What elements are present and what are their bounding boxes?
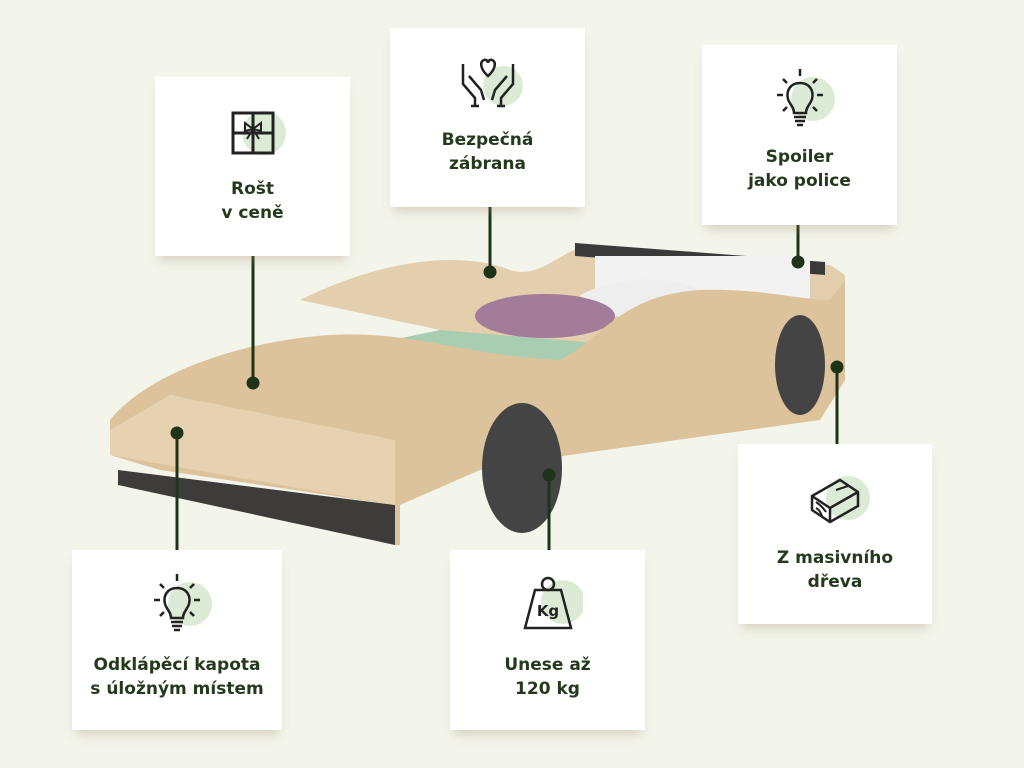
callout-line: Rošt [230, 179, 274, 199]
callout-line: Unese až [504, 655, 591, 675]
callout-spoiler: Spoiler jako police [702, 45, 897, 225]
callout-nosnost: Kg Unese až 120 kg [450, 550, 645, 730]
callout-zabrana: Bezpečná zábrana [390, 28, 585, 207]
callout-line: Spoiler [765, 147, 834, 167]
gift-icon [231, 111, 286, 155]
lightbulb-icon [154, 574, 212, 632]
callout-line: Odklápěcí kapota [93, 655, 261, 675]
weight-kg-icon: Kg [522, 576, 583, 630]
callout-line: s úložným místem [90, 679, 264, 699]
hands-heart-icon [461, 58, 523, 108]
rear-wheel [775, 315, 825, 415]
wood-log-icon [810, 476, 870, 524]
front-wheel [482, 403, 562, 533]
callout-kapota: Odklápěcí kapota s úložným místem [72, 550, 282, 730]
callout-line: 120 kg [515, 679, 580, 699]
callout-line: zábrana [449, 154, 526, 174]
callout-drevo: Z masivního dřeva [738, 444, 932, 624]
kg-label: Kg [536, 602, 558, 620]
callout-line: jako police [748, 171, 851, 191]
callout-line: Z masivního [776, 548, 894, 568]
lightbulb-icon [776, 69, 835, 127]
callout-rost: Rošt v ceně [155, 77, 350, 256]
callout-line: Bezpečná [441, 130, 534, 150]
car-bed [110, 243, 845, 545]
callout-line: v ceně [221, 203, 284, 223]
callout-line: dřeva [807, 572, 863, 592]
